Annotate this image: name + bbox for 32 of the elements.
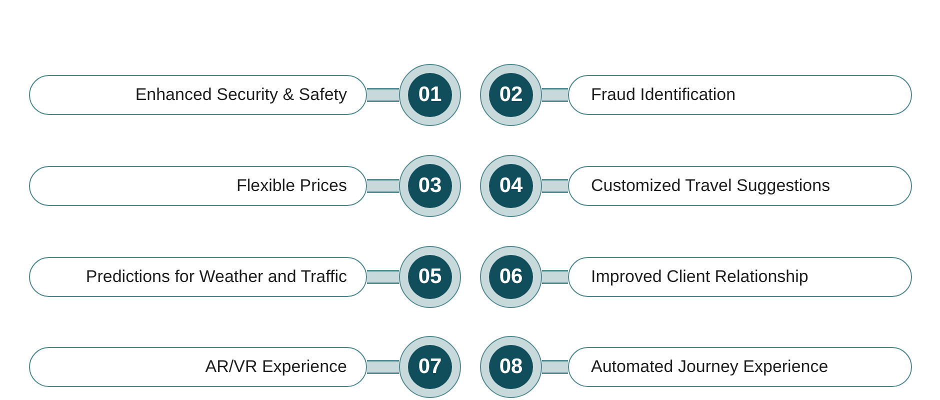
feature-pill [29, 347, 367, 387]
step-number: 04 [489, 164, 533, 208]
step-number: 03 [408, 164, 452, 208]
feature-label: AR/VR Experience [205, 357, 347, 377]
feature-pill [568, 166, 912, 206]
feature-pill [568, 347, 912, 387]
connector-bar [542, 360, 568, 374]
feature-pill [29, 257, 367, 297]
connector-bar [542, 88, 568, 102]
feature-label: Enhanced Security & Safety [135, 85, 347, 105]
feature-label: Predictions for Weather and Traffic [86, 267, 347, 287]
feature-label: Customized Travel Suggestions [591, 176, 830, 196]
step-number: 02 [489, 73, 533, 117]
feature-label: Fraud Identification [591, 85, 736, 105]
connector-bar [542, 179, 568, 193]
connector-bar [367, 179, 399, 193]
connector-bar [542, 270, 568, 284]
step-number: 08 [489, 345, 533, 389]
feature-label: Improved Client Relationship [591, 267, 808, 287]
feature-pill [29, 166, 367, 206]
connector-bar [367, 360, 399, 374]
step-number: 01 [408, 73, 452, 117]
feature-pill [568, 257, 912, 297]
step-number: 05 [408, 255, 452, 299]
feature-label: Flexible Prices [236, 176, 347, 196]
feature-label: Automated Journey Experience [591, 357, 828, 377]
feature-pill [29, 75, 367, 115]
feature-pill [568, 75, 912, 115]
connector-bar [367, 88, 399, 102]
step-number: 07 [408, 345, 452, 389]
step-number: 06 [489, 255, 533, 299]
connector-bar [367, 270, 399, 284]
